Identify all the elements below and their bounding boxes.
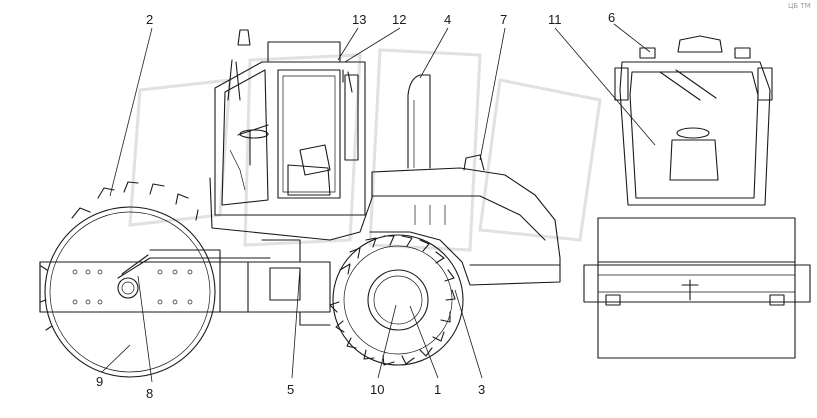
padfoot-drum bbox=[39, 181, 216, 378]
callout-6: 6 bbox=[608, 10, 615, 25]
leader-lines bbox=[101, 23, 656, 383]
drum-frame bbox=[39, 249, 271, 313]
callout-3: 3 bbox=[478, 382, 485, 397]
callout-1: 1 bbox=[434, 382, 441, 397]
exhaust-pipe bbox=[407, 74, 431, 169]
callout-2: 2 bbox=[146, 12, 153, 27]
callout-10: 10 bbox=[370, 382, 384, 397]
engine-hood bbox=[209, 154, 561, 286]
operator-cab bbox=[214, 29, 366, 216]
callout-4: 4 bbox=[444, 12, 451, 27]
callout-8: 8 bbox=[146, 386, 153, 401]
callout-7: 7 bbox=[500, 12, 507, 27]
articulation-joint bbox=[247, 239, 331, 326]
callout-labels: 2 13 12 4 7 11 6 9 8 5 10 1 3 bbox=[96, 10, 615, 401]
front-view bbox=[583, 35, 811, 359]
callout-12: 12 bbox=[392, 12, 406, 27]
callout-9: 9 bbox=[96, 374, 103, 389]
callout-5: 5 bbox=[287, 382, 294, 397]
callout-11: 11 bbox=[548, 12, 562, 27]
callout-13: 13 bbox=[352, 12, 366, 27]
corner-watermark: ЦБ ТМ bbox=[788, 2, 811, 10]
side-view bbox=[39, 29, 561, 378]
rear-tyre bbox=[329, 234, 464, 366]
